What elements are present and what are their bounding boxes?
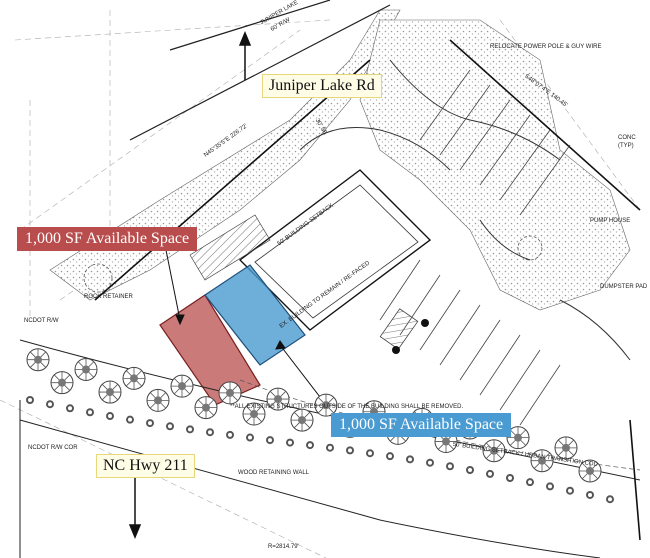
shrub-symbol <box>306 441 314 450</box>
tree-symbol <box>290 408 314 432</box>
shrub-symbol <box>206 428 214 437</box>
juniper-lake-rd-label: Juniper Lake Rd <box>262 74 382 98</box>
wood-wall-note: WOOD RETAINING WALL <box>238 470 310 476</box>
tree-symbol <box>194 396 218 420</box>
shrub-symbol <box>166 422 174 431</box>
north-arrow <box>238 31 252 80</box>
parking-stalls <box>379 69 571 426</box>
shrub-symbol <box>486 469 494 478</box>
shrub-symbol <box>606 495 614 504</box>
shrub-symbol <box>326 443 334 452</box>
shrub-symbol <box>226 430 234 439</box>
shrub-symbol <box>146 419 154 428</box>
rock-retainer-mark <box>83 263 113 293</box>
tree-symbol <box>26 348 50 372</box>
shrub-symbol <box>526 478 534 487</box>
relocate-pole-note: RELOCATE POWER POLE & GUY WIRE <box>490 44 602 50</box>
available-space-blue[interactable] <box>204 264 306 366</box>
shrub-symbol <box>446 462 454 471</box>
tree-symbol <box>98 380 122 404</box>
available-space-label-right: 1,000 SF Available Space <box>331 413 512 437</box>
south-arrow <box>128 475 142 539</box>
dumpster-note: DUMPSTER PAD <box>600 284 648 290</box>
radius-note: R=2814.79' <box>268 544 299 550</box>
shrub-symbol <box>346 446 354 455</box>
shrub-symbol <box>426 458 434 467</box>
shrub-symbol <box>506 473 514 482</box>
typ-note: (TYP) <box>618 143 634 149</box>
accessible-aisle <box>379 308 419 350</box>
tree-symbol <box>146 388 170 412</box>
shrub-symbol <box>266 436 274 445</box>
shrub-symbol <box>106 412 114 421</box>
ncdot-row-note: NCDOT R/W COR <box>28 445 78 451</box>
tree-symbol <box>554 436 578 460</box>
shrub-symbol <box>406 455 414 464</box>
available-space-label-left: 1,000 SF Available Space <box>17 227 198 251</box>
drive-aisles <box>299 59 631 361</box>
rock-retainer-note: ROCK RETAINER <box>84 294 133 300</box>
pump-house-mark <box>517 235 543 261</box>
shrub-symbol <box>66 404 74 413</box>
shrub-symbol <box>586 490 594 499</box>
existing-building <box>189 169 432 331</box>
shrub-symbol <box>246 433 254 442</box>
tree-symbol <box>74 357 98 381</box>
shrub-symbol <box>386 452 394 461</box>
shrub-symbol <box>286 438 294 447</box>
shrub-symbol <box>566 486 574 495</box>
shrub-symbol <box>466 466 474 475</box>
available-space-red[interactable] <box>159 294 261 406</box>
gravel-area-east <box>359 19 631 311</box>
shrub-symbol <box>366 449 374 458</box>
shrub-symbol <box>546 482 554 491</box>
shrub-symbol <box>126 415 134 424</box>
shrub-symbol <box>186 425 194 434</box>
tree-symbol <box>218 381 242 405</box>
conc-note: CONC <box>618 135 636 141</box>
ncdot-right-note: NCDOT R/W <box>24 318 59 324</box>
shrub-symbol <box>46 400 54 409</box>
juniper-road-edges <box>129 0 391 141</box>
property-lines <box>94 39 641 541</box>
shrub-symbol <box>26 396 34 405</box>
existing-structures-note: **ALL EXISTING STRUCTURES OUTSIDE OF THE… <box>230 404 464 410</box>
tree-symbol <box>122 366 146 390</box>
pump-house-note: PUMP HOUSE <box>590 218 631 224</box>
accessible-symbols <box>392 319 429 354</box>
leader-lines <box>164 244 331 411</box>
tree-symbol <box>170 374 194 398</box>
nc-hwy-211-label: NC Hwy 211 <box>96 454 195 478</box>
tree-symbol <box>50 371 74 395</box>
shrub-symbol <box>86 408 94 417</box>
